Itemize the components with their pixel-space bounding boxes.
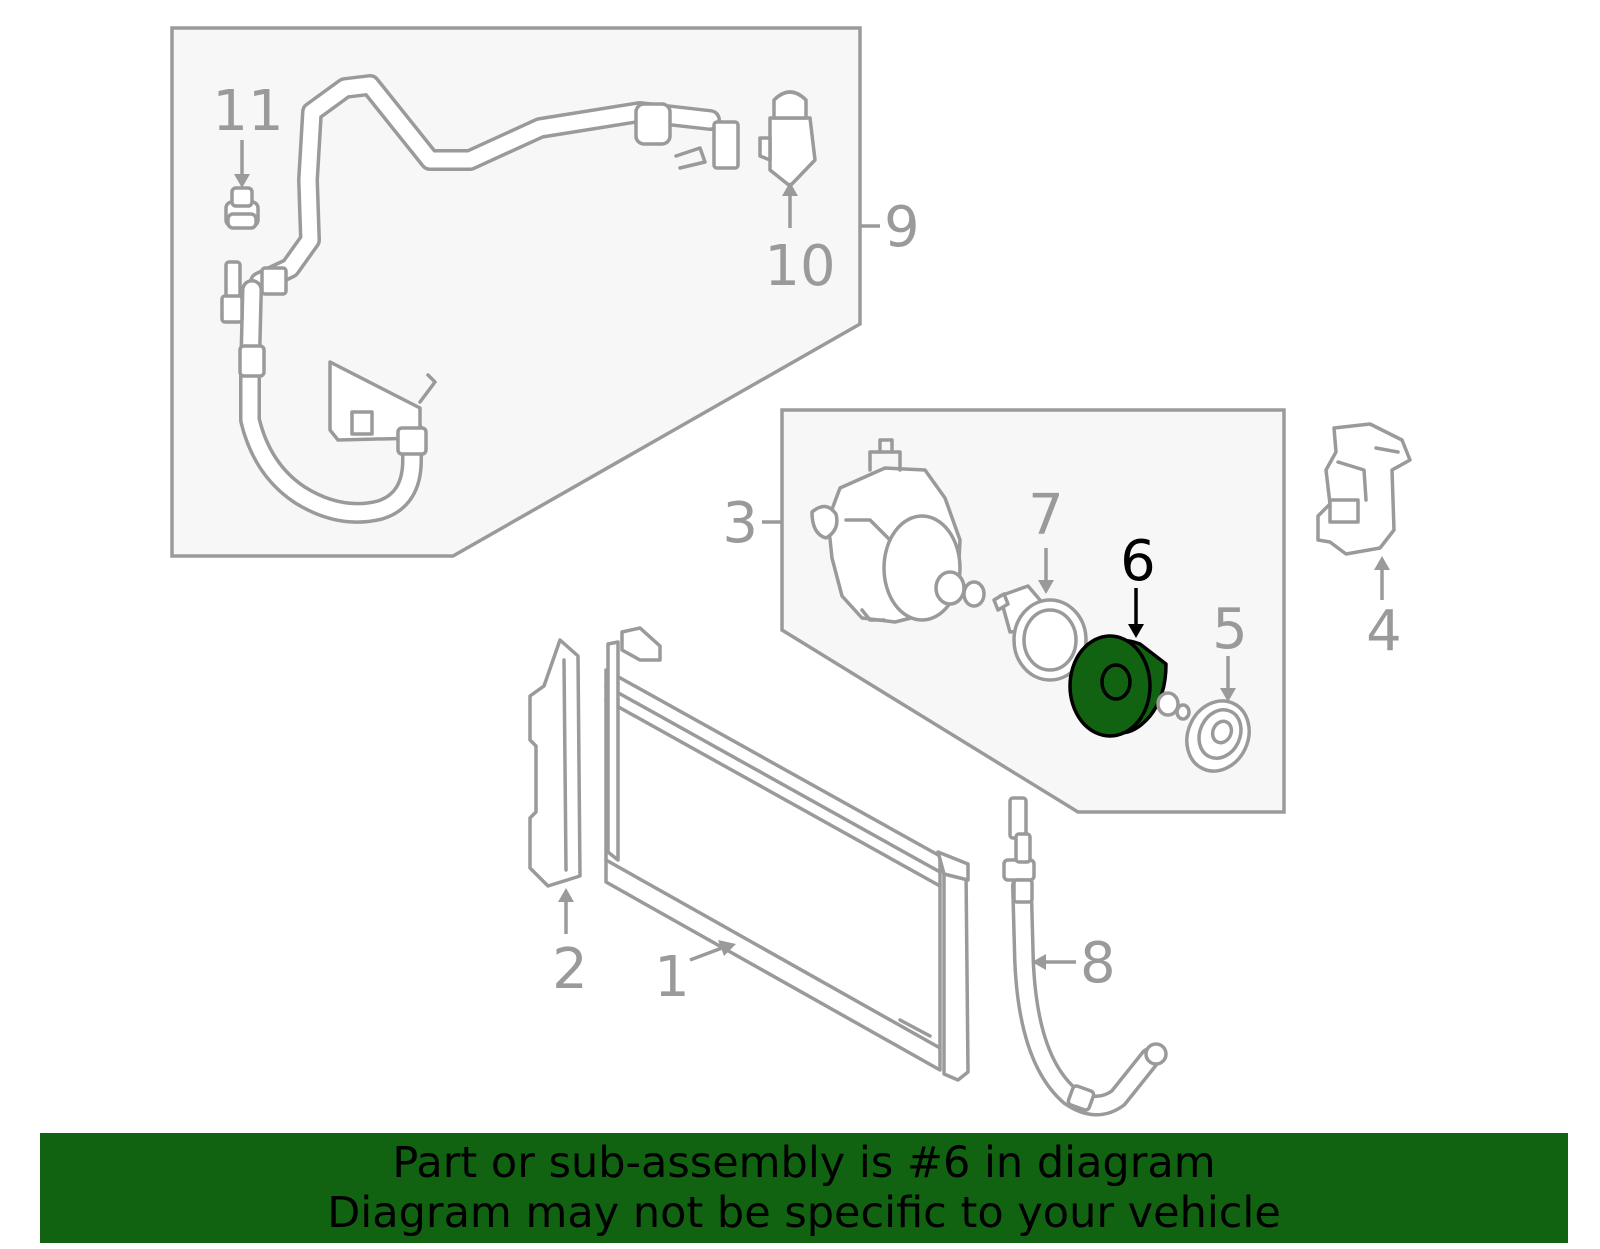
part-5-clutch-hub	[1185, 699, 1251, 773]
callout-label-3: 3	[722, 491, 758, 556]
part-4-bracket	[1316, 422, 1412, 556]
part-2-air-guide	[528, 638, 582, 888]
callout-label-6-highlighted: 6	[1120, 529, 1156, 594]
callout-label-8: 8	[1080, 931, 1116, 996]
banner-line-1: Part or sub-assembly is #6 in diagram	[392, 1138, 1216, 1188]
o-ring-small-2	[1156, 691, 1180, 717]
part-8-liquid-tube	[1002, 796, 1168, 1117]
part-9-hose-assembly	[220, 74, 740, 524]
callout-label-4: 4	[1366, 599, 1402, 664]
callout-label-5: 5	[1212, 597, 1248, 662]
callout-label-7: 7	[1028, 483, 1064, 548]
callout-label-9: 9	[884, 195, 920, 260]
info-banner: Part or sub-assembly is #6 in diagram Di…	[40, 1133, 1568, 1243]
part-7-clutch-coil	[992, 584, 1088, 682]
part-3-compressor	[810, 438, 966, 624]
callout-label-2: 2	[552, 937, 588, 1002]
part-11-valve-cap	[224, 186, 260, 230]
part-10-cap	[758, 90, 817, 188]
callout-label-10: 10	[764, 234, 835, 299]
callout-label-11: 11	[212, 79, 283, 144]
part-1-condenser	[604, 626, 970, 1082]
banner-line-2: Diagram may not be specific to your vehi…	[327, 1188, 1281, 1238]
o-ring-small-3	[1175, 703, 1191, 721]
callout-arrows	[234, 140, 1390, 970]
o-ring-small-1	[962, 580, 986, 608]
callout-label-1: 1	[654, 945, 690, 1010]
